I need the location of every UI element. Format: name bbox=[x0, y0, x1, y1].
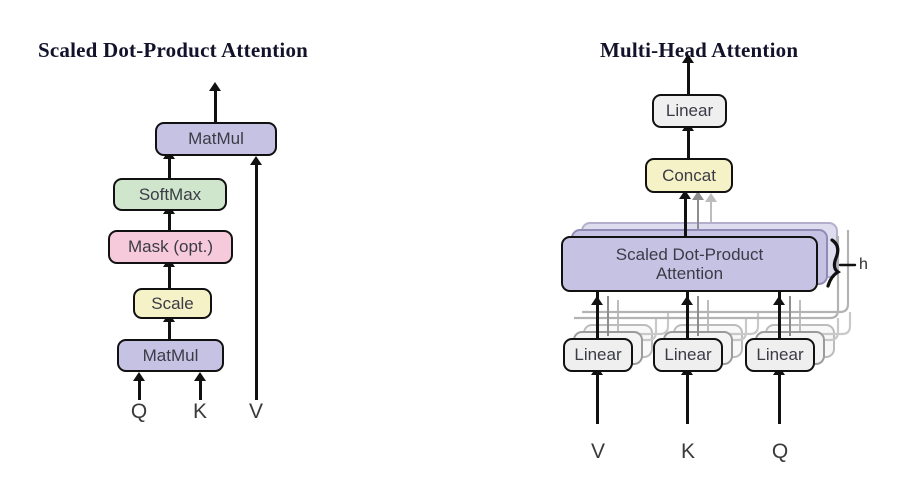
node-scale[interactable]: Scale bbox=[133, 288, 212, 319]
right-connector-concat-linear bbox=[687, 128, 690, 158]
left-output-line bbox=[214, 90, 217, 124]
node-matmul-top[interactable]: MatMul bbox=[155, 122, 277, 156]
node-linear-v[interactable]: Linear bbox=[563, 338, 633, 372]
left-figure-title: Scaled Dot-Product Attention bbox=[38, 38, 309, 62]
left-arrowhead-k bbox=[194, 372, 206, 381]
node-softmax[interactable]: SoftMax bbox=[113, 178, 227, 211]
left-arrowhead-q bbox=[133, 372, 145, 381]
right-connector-lineark-attention-copy2 bbox=[697, 296, 700, 336]
node-linear-output[interactable]: Linear bbox=[652, 94, 727, 128]
right-figure-title: Multi-Head Attention bbox=[600, 38, 799, 62]
left-input-label-q: Q bbox=[130, 400, 148, 423]
left-connector-softmax-matmul bbox=[168, 156, 171, 178]
right-arrowhead-attention-concat-head3 bbox=[705, 193, 717, 202]
right-connector-attention-concat-head2 bbox=[697, 196, 700, 230]
node-concat[interactable]: Concat bbox=[645, 158, 733, 193]
right-connector-attention-concat-head3 bbox=[710, 198, 713, 228]
left-connector-matmul-scale bbox=[168, 319, 171, 341]
right-output-line bbox=[687, 62, 690, 94]
right-connector-linearq-attention-copy2 bbox=[789, 296, 792, 336]
left-input-label-v: V bbox=[248, 400, 263, 423]
right-arrowhead-linearv-attention bbox=[591, 296, 603, 305]
right-arrowhead-lineark-attention bbox=[681, 296, 693, 305]
heads-count-label: h bbox=[859, 256, 868, 273]
right-connector-attention-concat bbox=[684, 193, 687, 236]
right-output-arrowhead bbox=[682, 54, 694, 63]
right-input-label-q: Q bbox=[771, 440, 789, 463]
right-connector-linearv-attention-copy2 bbox=[607, 296, 610, 336]
right-input-label-v: V bbox=[590, 440, 605, 463]
right-input-line-k bbox=[686, 372, 689, 424]
right-arrowhead-linearq-attention bbox=[773, 296, 785, 305]
right-input-line-v bbox=[596, 372, 599, 424]
right-connector-linearq-attention-copy3 bbox=[799, 300, 802, 334]
node-mask[interactable]: Mask (opt.) bbox=[108, 230, 233, 264]
right-arrowhead-attention-concat-head2 bbox=[692, 191, 704, 200]
left-arrowhead-v bbox=[250, 156, 262, 165]
left-input-label-k: K bbox=[192, 400, 207, 423]
left-output-arrowhead bbox=[209, 82, 221, 91]
right-input-line-q bbox=[778, 372, 781, 424]
right-input-label-k: K bbox=[680, 440, 695, 463]
left-input-line-k bbox=[199, 380, 202, 400]
right-connector-linearv-attention-copy3 bbox=[617, 300, 620, 334]
left-input-line-q bbox=[138, 380, 141, 400]
left-input-line-v bbox=[255, 164, 258, 400]
node-linear-k[interactable]: Linear bbox=[653, 338, 723, 372]
left-connector-scale-mask bbox=[168, 264, 171, 290]
node-linear-q[interactable]: Linear bbox=[745, 338, 815, 372]
right-arrowhead-attention-concat bbox=[679, 190, 691, 199]
left-connector-mask-softmax bbox=[168, 211, 171, 231]
right-connector-lineark-attention-copy3 bbox=[707, 300, 710, 334]
node-scaled-dot-product-attention[interactable]: Scaled Dot-Product Attention bbox=[561, 236, 818, 292]
node-matmul-bottom[interactable]: MatMul bbox=[117, 339, 224, 372]
